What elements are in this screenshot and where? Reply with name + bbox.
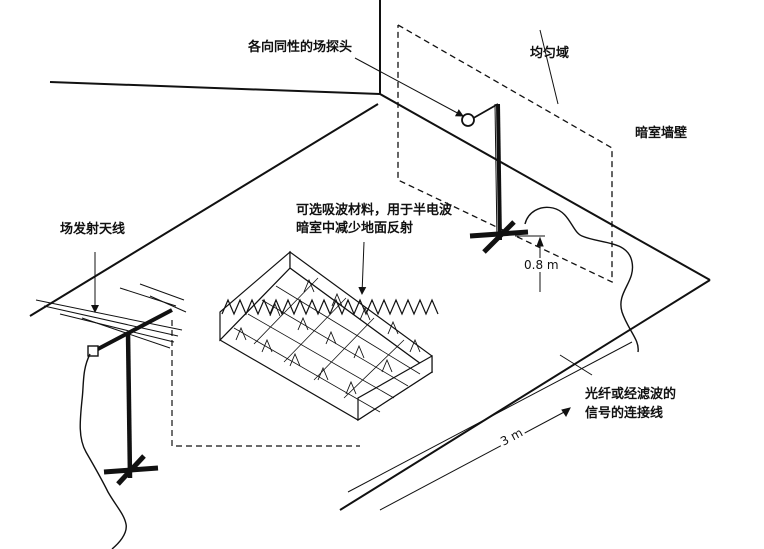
- chamber-wall-label: 暗室墙壁: [635, 126, 688, 141]
- field-probe-stand: [461, 103, 529, 254]
- field-antenna: [35, 283, 187, 486]
- antenna-guide-dashed: [171, 320, 360, 447]
- antenna-label: 场发射天线: [60, 222, 126, 237]
- absorber-block: [219, 250, 439, 422]
- absorber-label-line2: 暗室中减少地面反射: [296, 221, 414, 236]
- antenna-cable: [79, 353, 127, 549]
- distance-dimension: [347, 341, 633, 511]
- uniform-field-plane: [397, 24, 613, 284]
- floor-back-left-edge: [49, 81, 381, 95]
- field-probe-sphere: [461, 113, 475, 127]
- cable-label-line2: 信号的连接线: [585, 406, 664, 421]
- floor-back-right-edge: [379, 93, 711, 281]
- floor-front-right-edge: [339, 279, 711, 511]
- uniform-field-label: 均匀域: [530, 46, 570, 61]
- room-outline: [29, 0, 711, 511]
- cable-label-line1: 光纤或经滤波的: [585, 387, 677, 402]
- floor-left-edge: [29, 103, 379, 317]
- absorber-label-line1: 可选吸波材料，用于半电波: [296, 203, 453, 218]
- connection-cable: [524, 206, 639, 353]
- probe-label: 各向同性的场探头: [248, 40, 353, 55]
- height-dimension-label: 0.8 m: [522, 258, 561, 272]
